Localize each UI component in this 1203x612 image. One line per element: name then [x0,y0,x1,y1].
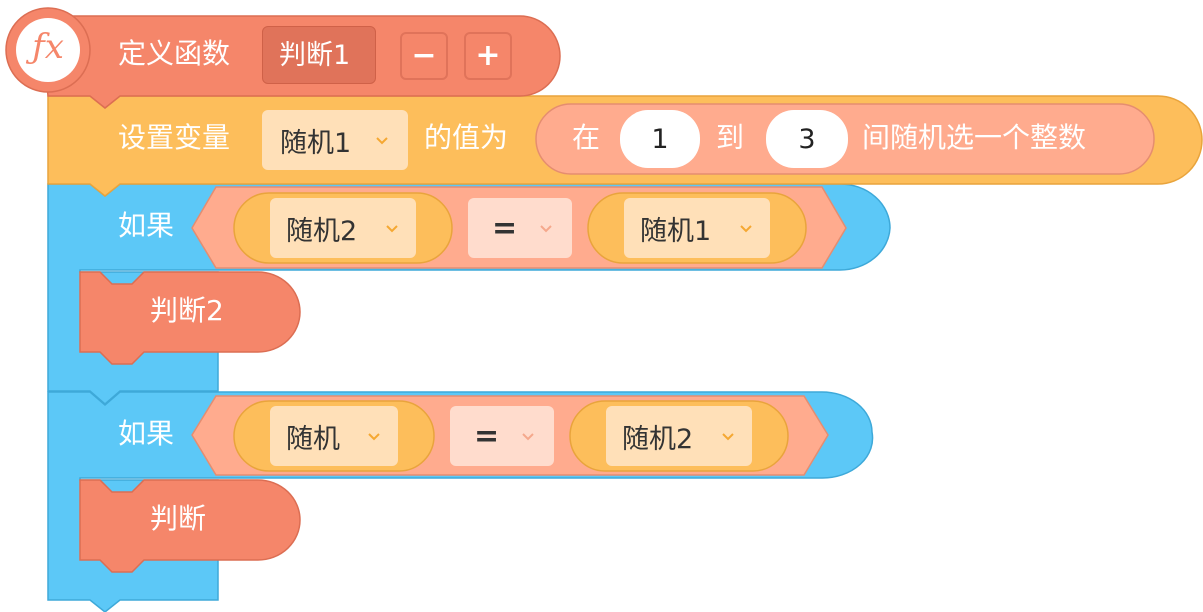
set-variable-label: 设置变量 [118,121,231,154]
remove-param-button[interactable]: − [400,32,448,80]
function-icon: ƒx [32,27,64,67]
function-icon-inner [16,18,80,82]
chevron-down-icon [722,433,734,441]
if-1-left-dropdown[interactable]: 随机2 [270,198,416,258]
chevron-down-icon [522,433,534,441]
function-name: 判断1 [279,40,351,71]
chevron-down-icon [368,433,380,441]
chevron-down-icon [740,225,752,233]
function-name-field[interactable]: 判断1 [262,26,376,84]
if-2-right-value: 随机2 [622,423,694,455]
if-2-left-value: 随机 [286,423,340,455]
if-1-right-value: 随机1 [640,215,712,247]
chevron-down-icon [540,225,552,233]
if-2-operator-dropdown[interactable]: = [450,406,554,466]
set-variable-dropdown[interactable]: 随机1 [262,110,408,170]
random-to-label: 到 [716,121,745,154]
call-1-label: 判断2 [150,294,224,327]
call-block-1-shape[interactable] [79,271,301,365]
chevron-down-icon [376,137,388,145]
random-from-label: 在 [572,121,601,154]
if-1-label: 如果 [118,209,175,242]
if-1-operator-dropdown[interactable]: = [468,198,572,258]
random-suffix-label: 间随机选一个整数 [862,121,1087,154]
set-variable-name: 随机1 [280,127,352,159]
call-block-2-shape[interactable] [79,479,301,573]
if-2-right-dropdown[interactable]: 随机2 [606,406,752,466]
if-1-right-dropdown[interactable]: 随机1 [624,198,770,258]
add-param-button[interactable]: + [464,32,512,80]
define-function-label: 定义函数 [118,37,231,70]
value-is-label: 的值为 [424,121,509,154]
if-1-left-value: 随机2 [286,215,358,247]
chevron-down-icon [386,225,398,233]
random-from-input[interactable]: 1 [620,110,700,168]
if-2-label: 如果 [118,417,175,450]
if-2-left-dropdown[interactable]: 随机 [270,406,398,466]
call-2-label: 判断 [150,502,207,535]
if-2-operator: = [474,418,500,454]
random-to-input[interactable]: 3 [766,110,848,168]
if-1-operator: = [492,210,518,246]
